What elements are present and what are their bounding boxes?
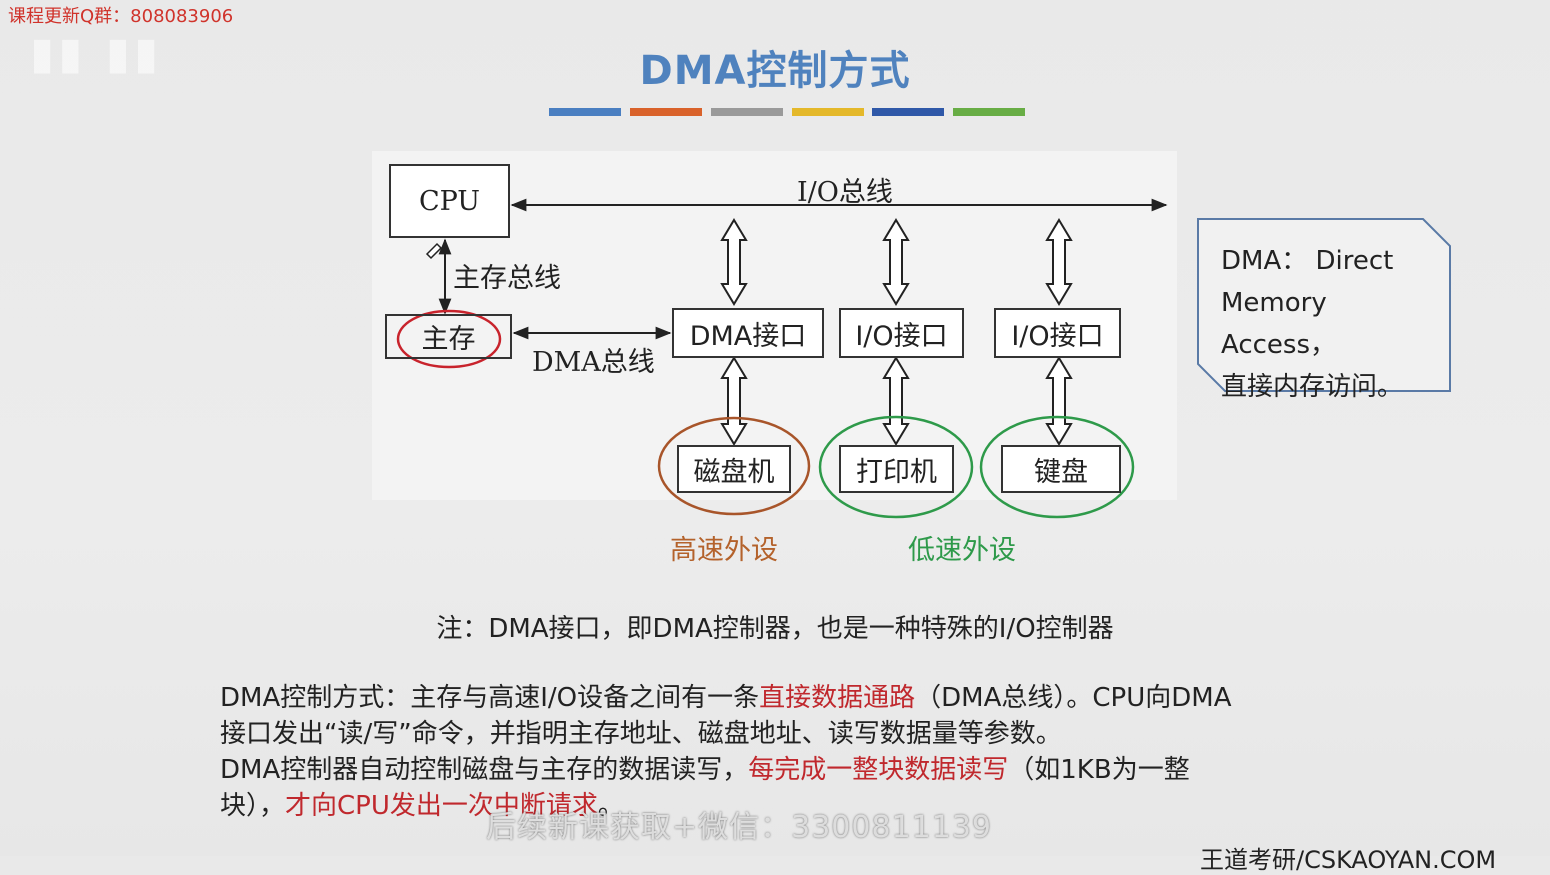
- paragraph-text: 接口发出“读/写”命令，并指明主存地址、磁盘地址、读写数据量等参数。: [220, 719, 1062, 749]
- paragraph-text: （DMA总线）。CPU向DMA: [915, 683, 1232, 713]
- paragraph-text: DMA控制器自动控制磁盘与主存的数据读写，: [220, 755, 749, 785]
- paragraph-text: 。: [597, 791, 624, 821]
- paragraph-text: （如1KB为一整: [1008, 755, 1190, 785]
- cpu-box: CPU: [389, 164, 510, 238]
- io1-printer-double-arrow: [882, 356, 910, 446]
- dma-io-double-arrow: [720, 218, 748, 306]
- title-color-bar-5: [872, 108, 944, 116]
- wechat-watermark: 后续新课获取+微信：3300811139: [486, 810, 993, 845]
- io-interface-box-1: I/O接口: [839, 308, 964, 358]
- printer-box: 打印机: [839, 445, 954, 493]
- dma-definition-note: DMA： Direct Memory Access， 直接内存访问。: [1197, 218, 1451, 402]
- highlight-text: 直接数据通路: [759, 683, 916, 713]
- paragraph-line-4: 块），才向CPU发出一次中断请求。: [220, 788, 1400, 824]
- note-line-1: DMA： Direct: [1221, 246, 1394, 276]
- dma-disk-double-arrow: [720, 356, 748, 446]
- io2-double-arrow: [1045, 218, 1073, 306]
- paragraph-line-2: 接口发出“读/写”命令，并指明主存地址、磁盘地址、读写数据量等参数。: [220, 716, 1400, 752]
- memory-box: 主存: [385, 314, 512, 359]
- io-bus-label: I/O总线: [797, 177, 893, 208]
- paragraph-line-1: DMA控制方式：主存与高速I/O设备之间有一条直接数据通路（DMA总线）。CPU…: [220, 680, 1400, 716]
- diagram-connections: [396, 198, 1168, 519]
- title-color-bar-1: [549, 108, 621, 116]
- remark-note: 注：DMA接口，即DMA控制器，也是一种特殊的I/O控制器: [436, 614, 1114, 644]
- note-line-3: 直接内存访问。: [1221, 372, 1404, 402]
- pencil-icon: [425, 242, 443, 260]
- high-speed-label: 高速外设: [670, 535, 778, 566]
- title-color-bar-3: [711, 108, 783, 116]
- low-speed-label: 低速外设: [908, 535, 1016, 566]
- io2-keyboard-double-arrow: [1045, 356, 1073, 446]
- keyboard-box: 键盘: [1001, 445, 1121, 493]
- title-color-bar-6: [953, 108, 1025, 116]
- dma-bus-label: DMA总线: [532, 347, 655, 378]
- low-speed-circle-keyboard: [979, 415, 1135, 519]
- paragraph-text: DMA控制方式：主存与高速I/O设备之间有一条: [220, 683, 760, 713]
- footer-site: 王道考研/CSKAOYAN.COM: [1200, 846, 1497, 874]
- paragraph-line-3: DMA控制器自动控制磁盘与主存的数据读写，每完成一整块数据读写（如1KB为一整: [220, 752, 1400, 788]
- disk-box: 磁盘机: [677, 445, 791, 493]
- memory-highlight-circle: [396, 309, 502, 369]
- io1-double-arrow: [882, 218, 910, 306]
- qq-group-watermark: 课程更新Q群：808083906: [8, 6, 234, 27]
- paragraph-text: 块），: [220, 791, 286, 821]
- high-speed-circle: [657, 416, 811, 516]
- logo-watermark: ▮▮ ▮▮: [30, 28, 163, 79]
- note-line-2: Memory Access，: [1221, 288, 1337, 360]
- dma-interface-box: DMA接口: [672, 308, 824, 358]
- memory-bus-label: 主存总线: [453, 263, 561, 294]
- low-speed-circle-printer: [818, 415, 974, 519]
- title-color-bar-4: [792, 108, 864, 116]
- note-box-shape: [1197, 218, 1451, 392]
- highlight-text: 才向CPU发出一次中断请求: [285, 791, 598, 821]
- slide-title: DMA控制方式: [639, 48, 911, 94]
- io-interface-box-2: I/O接口: [994, 308, 1121, 358]
- title-color-bar-2: [630, 108, 702, 116]
- highlight-text: 每完成一整块数据读写: [748, 755, 1009, 785]
